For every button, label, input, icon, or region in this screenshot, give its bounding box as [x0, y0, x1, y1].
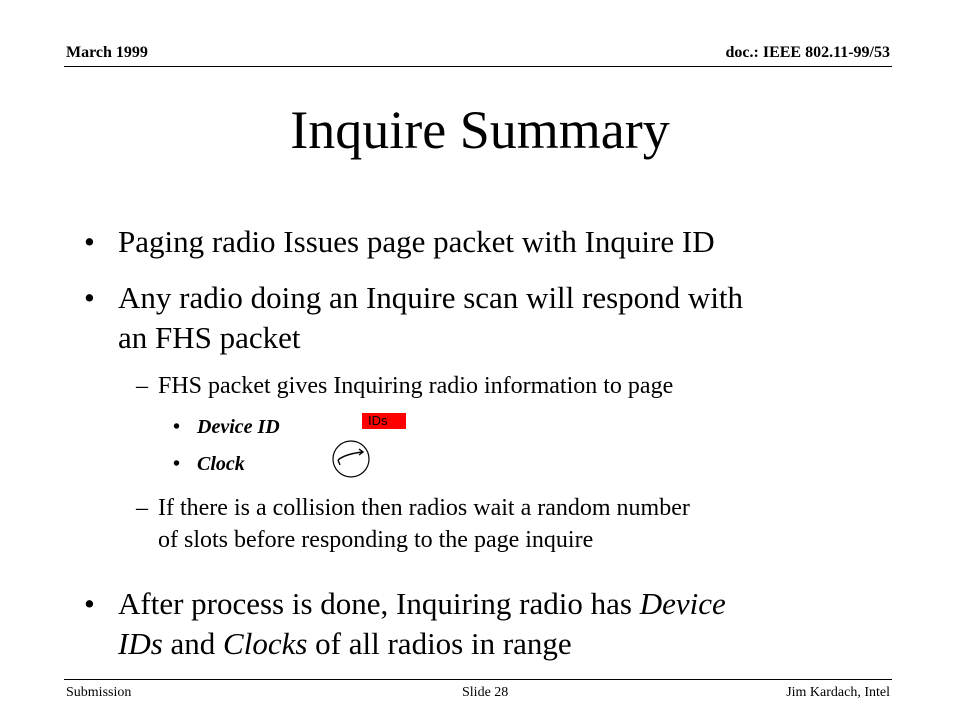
bullet-1: • Paging radio Issues page packet with I… — [84, 222, 878, 262]
bullet-2-line1: Any radio doing an Inquire scan will res… — [118, 280, 744, 315]
sub-bullet-2: – If there is a collision then radios wa… — [136, 492, 878, 556]
bullet-3-em-clocks: Clocks — [223, 626, 308, 661]
bullet-3-em-ids: IDs — [118, 626, 163, 661]
slide-title: Inquire Summary — [290, 100, 670, 160]
header-rule — [64, 66, 892, 67]
ids-label-box: IDs — [362, 413, 406, 429]
bullet-1-text: Paging radio Issues page packet with Inq… — [118, 224, 715, 259]
bullet-3-pre: After process is done, Inquiring radio h… — [118, 586, 640, 621]
loop-arrow-icon — [332, 440, 370, 478]
bullet-dot-icon: • — [84, 224, 95, 259]
sub-bullet-1-text: FHS packet gives Inquiring radio informa… — [158, 373, 674, 399]
sub-bullet-1: – FHS packet gives Inquiring radio infor… — [136, 370, 878, 402]
sub-sub-bullet-clock: • Clock — [173, 451, 245, 477]
footer-rule — [64, 679, 892, 680]
footer-slide-number: Slide 28 — [462, 685, 509, 700]
sub-bullet-2-line1: If there is a collision then radios wait… — [158, 495, 690, 521]
sub-bullet-2-line2: of slots before responding to the page i… — [158, 527, 594, 553]
bullet-dot-icon: • — [173, 416, 181, 438]
device-id-text: Device ID — [197, 416, 280, 438]
dash-icon: – — [136, 495, 148, 521]
bullet-2-line2: an FHS packet — [118, 320, 301, 355]
header-date: March 1999 — [66, 44, 148, 61]
footer-author: Jim Kardach, Intel — [786, 685, 890, 700]
bullet-dot-icon: • — [173, 453, 181, 475]
bullet-2: • Any radio doing an Inquire scan will r… — [84, 278, 878, 358]
bullet-3-mid: and — [162, 626, 224, 661]
footer-submission: Submission — [66, 685, 132, 700]
bullet-dot-icon: • — [84, 280, 95, 315]
bullet-dot-icon: • — [84, 586, 95, 621]
dash-icon: – — [136, 373, 148, 399]
clock-text: Clock — [197, 453, 245, 475]
sub-sub-bullet-device-id: • Device ID — [173, 414, 280, 440]
bullet-3-post: of all radios in range — [307, 626, 572, 661]
bullet-3: • After process is done, Inquiring radio… — [84, 584, 878, 664]
header-doc-id: doc.: IEEE 802.11-99/53 — [725, 44, 890, 61]
bullet-3-em-device: Device — [639, 586, 726, 621]
